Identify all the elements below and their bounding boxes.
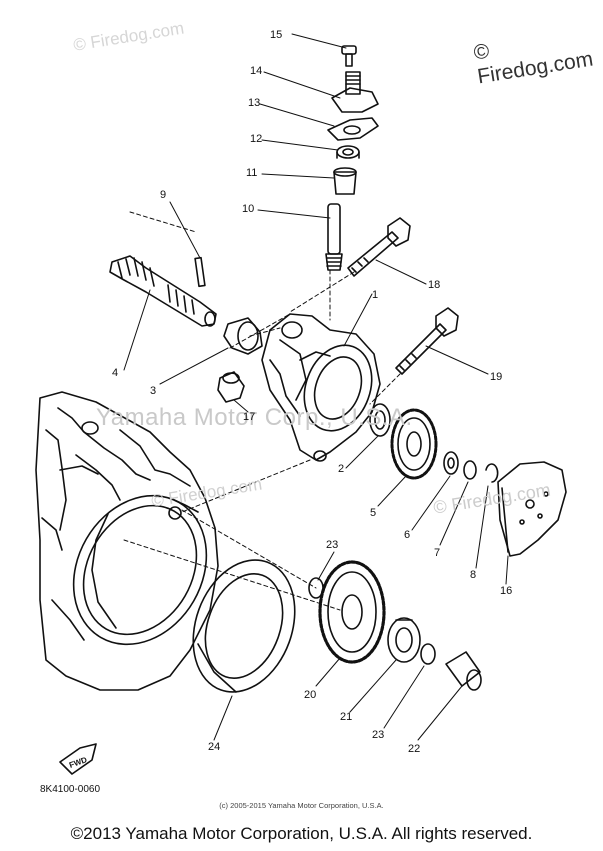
part-18-bolt xyxy=(347,217,411,277)
callout-4: 4 xyxy=(112,367,119,379)
diagram-code: 8K4100-0060 xyxy=(40,784,101,795)
part-5-sprocket xyxy=(390,408,438,480)
callout-24: 24 xyxy=(208,741,221,753)
part-2-washer xyxy=(369,403,391,437)
part-7-washer xyxy=(463,460,477,480)
part-12-seal xyxy=(336,145,360,159)
part-22-roller xyxy=(445,651,482,691)
part-13-gasket xyxy=(327,117,379,141)
part-3-collar xyxy=(223,317,263,355)
callout-10: 10 xyxy=(242,203,255,215)
callout-20: 20 xyxy=(304,689,317,701)
part-10-pinion xyxy=(325,203,343,271)
part-19-bolt xyxy=(395,307,459,375)
callout-23-lower: 23 xyxy=(372,729,385,741)
watermark-center: Yamaha Motor Corp., U.S.A. xyxy=(96,404,413,431)
callout-2: 2 xyxy=(338,463,345,475)
part-8-clip xyxy=(485,463,499,483)
callout-5: 5 xyxy=(370,507,377,519)
part-11-bushing xyxy=(333,167,357,195)
part-14-cover xyxy=(331,71,379,113)
part-24-ring xyxy=(192,559,296,693)
part-16-plate xyxy=(497,461,567,557)
part-1-housing xyxy=(261,313,381,462)
callout-21: 21 xyxy=(340,711,353,723)
callout-6: 6 xyxy=(404,529,411,541)
part-20-sprocket xyxy=(318,560,386,664)
part-6-washer xyxy=(443,451,459,475)
callout-1: 1 xyxy=(372,289,379,301)
crankcase xyxy=(35,391,219,691)
callout-8: 8 xyxy=(470,569,477,581)
callout-12: 12 xyxy=(250,133,263,145)
fwd-arrow xyxy=(59,743,97,775)
leader-lines xyxy=(123,33,509,741)
part-4-shaft xyxy=(109,255,217,327)
callout-23-upper: 23 xyxy=(326,539,339,551)
part-9-pin xyxy=(194,256,206,288)
callout-9: 9 xyxy=(160,189,167,201)
callout-7: 7 xyxy=(434,547,441,559)
callout-15: 15 xyxy=(270,29,283,41)
callout-3: 3 xyxy=(150,385,157,397)
footer-copyright: ©2013 Yamaha Motor Corporation, U.S.A. A… xyxy=(70,824,533,843)
callout-11: 11 xyxy=(246,167,258,179)
callout-14: 14 xyxy=(250,65,263,77)
part-21-bearing xyxy=(387,617,421,663)
callout-22: 22 xyxy=(408,743,421,755)
part-23-washer-lower xyxy=(420,643,436,665)
callout-18: 18 xyxy=(428,279,441,291)
footer-small-copyright: (c) 2005-2015 Yamaha Motor Corporation, … xyxy=(219,801,384,810)
callout-13: 13 xyxy=(248,97,261,109)
part-17-dowel xyxy=(217,371,245,403)
callout-19: 19 xyxy=(490,371,503,383)
callout-16: 16 xyxy=(500,585,513,597)
part-15-screw xyxy=(341,45,357,67)
callout-17: 17 xyxy=(243,411,256,423)
